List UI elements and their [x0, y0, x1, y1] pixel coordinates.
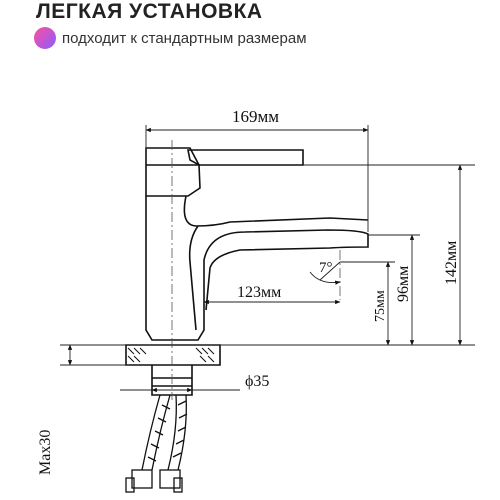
thread-hatching [127, 347, 215, 363]
page-title: ЛЕГКАЯ УСТАНОВКА [36, 0, 263, 23]
dim-max-thickness: Max30 [37, 430, 54, 475]
handle-lever [187, 149, 304, 166]
page-subtitle: подходит к стандартным размерам [62, 30, 307, 47]
dim-height-total: 142мм [443, 241, 460, 285]
handle-cap [145, 147, 201, 197]
dim-diameter: ϕ35 [245, 373, 269, 390]
centerlines [171, 140, 341, 400]
dim-angle: 7° [319, 260, 333, 276]
faucet-body [145, 196, 369, 341]
dimension-lines [60, 125, 475, 393]
dim-width-total: 169мм [232, 107, 279, 126]
accent-gradient-dot [34, 27, 56, 49]
dim-spout-reach: 123мм [237, 284, 281, 301]
braided-hoses [125, 394, 188, 493]
dim-height-spout: 75мм [373, 290, 388, 322]
dim-height-handle: 96мм [395, 266, 412, 302]
